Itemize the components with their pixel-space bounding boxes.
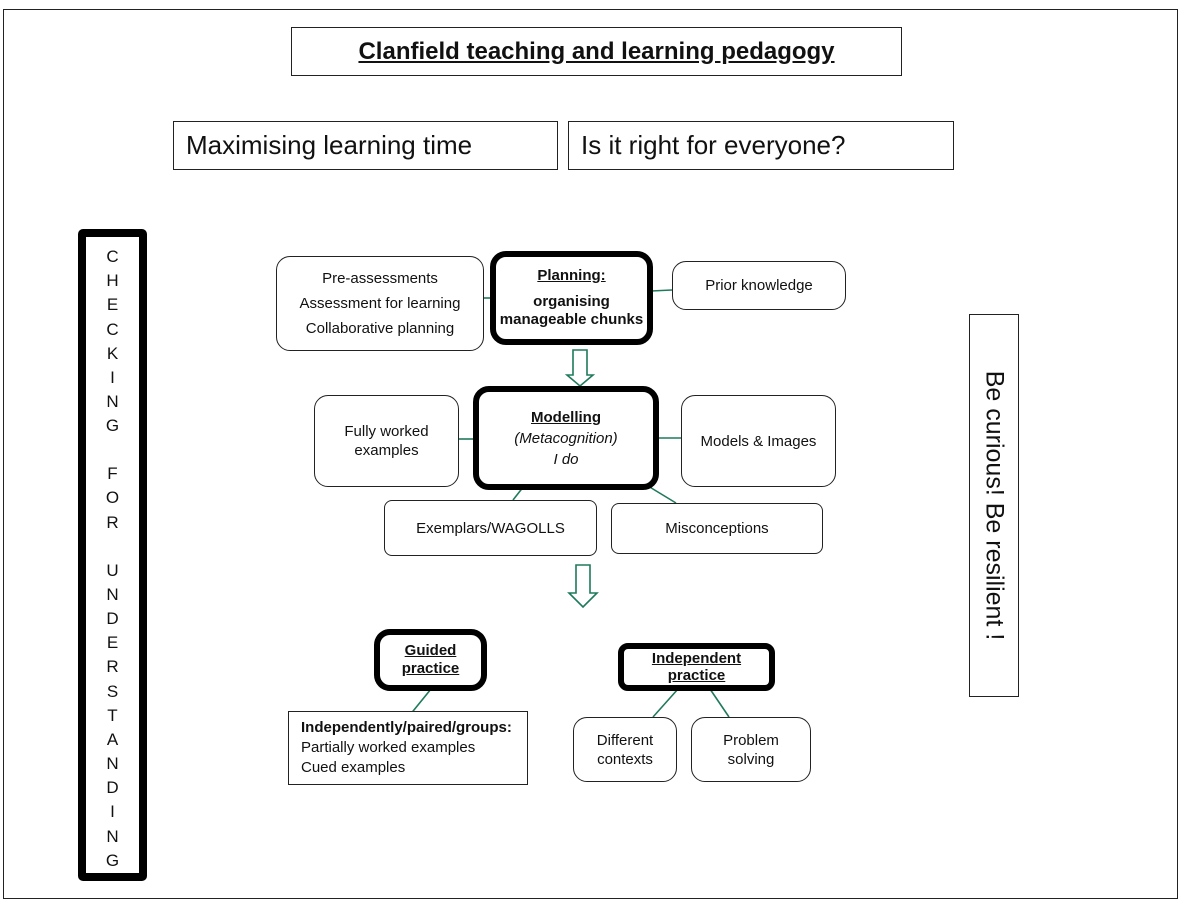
vertical-letter: C bbox=[106, 319, 119, 339]
vertical-letter: N bbox=[106, 826, 119, 846]
vertical-letter: C bbox=[106, 247, 119, 266]
connector-line bbox=[709, 688, 730, 718]
connector-line bbox=[650, 289, 673, 292]
down-arrow-icon bbox=[564, 349, 596, 388]
vertical-letter: D bbox=[106, 778, 119, 798]
vertical-letter: N bbox=[106, 392, 119, 412]
vertical-letter: A bbox=[106, 729, 119, 749]
box-text: Assessment for learning bbox=[299, 295, 461, 312]
vertical-letter: D bbox=[106, 608, 119, 628]
title-box: Clanfield teaching and learning pedagogy bbox=[291, 27, 902, 76]
box-text: organising manageable chunks bbox=[499, 293, 644, 328]
vertical-letter: S bbox=[106, 681, 119, 701]
planning-box: Planning: organising manageable chunks bbox=[490, 251, 653, 345]
exemplars-box: Exemplars/WAGOLLS bbox=[384, 500, 597, 556]
down-arrow-icon bbox=[567, 564, 599, 609]
box-text: Problem solving bbox=[723, 731, 779, 768]
box-title: Modelling bbox=[531, 408, 601, 426]
vertical-letter: T bbox=[107, 705, 118, 725]
vertical-letter: O bbox=[105, 488, 120, 508]
vertical-letter: G bbox=[105, 416, 120, 436]
box-text: Prior knowledge bbox=[705, 277, 813, 294]
box-title: Independent practice bbox=[651, 650, 742, 684]
header-text: Maximising learning time bbox=[186, 130, 473, 160]
box-title: Planning: bbox=[537, 267, 606, 284]
misconceptions-box: Misconceptions bbox=[611, 503, 823, 554]
box-text: Fully worked examples bbox=[344, 423, 429, 459]
connector-line bbox=[652, 688, 679, 718]
vertical-letter: F bbox=[107, 464, 118, 484]
vertical-letter: R bbox=[106, 512, 119, 532]
vertical-letter: N bbox=[106, 754, 119, 774]
guided-practice-details: Independently/paired/groups: Partially w… bbox=[288, 711, 528, 785]
box-text: Exemplars/WAGOLLS bbox=[416, 519, 565, 537]
fully-worked-examples-box: Fully worked examples bbox=[314, 395, 459, 487]
list-item: Partially worked examples bbox=[301, 739, 476, 756]
vertical-letter: H bbox=[106, 271, 119, 291]
box-text: Pre-assessments bbox=[322, 270, 438, 287]
list-item: Cued examples bbox=[301, 759, 406, 776]
guided-practice-box: Guided practice bbox=[374, 629, 487, 691]
box-text: Collaborative planning bbox=[305, 320, 455, 337]
box-text: Different contexts bbox=[596, 731, 654, 768]
box-text: I do bbox=[553, 450, 579, 468]
box-text: Models & Images bbox=[700, 432, 817, 450]
box-title: Guided practice bbox=[401, 642, 460, 677]
outer-frame bbox=[3, 9, 1178, 899]
vertical-letter: K bbox=[106, 343, 119, 363]
page-title: Clanfield teaching and learning pedagogy bbox=[358, 37, 835, 65]
header-box-everyone: Is it right for everyone? bbox=[568, 121, 954, 170]
box-heading: Independently/paired/groups: bbox=[301, 719, 512, 736]
different-contexts-box: Different contexts bbox=[573, 717, 677, 782]
box-text: Misconceptions bbox=[665, 520, 769, 537]
vertical-letter: U bbox=[106, 560, 119, 580]
models-images-box: Models & Images bbox=[681, 395, 836, 487]
vertical-letter: E bbox=[106, 633, 119, 653]
planning-inputs-box: Pre-assessments Assessment for learning … bbox=[276, 256, 484, 351]
independent-practice-box: Independent practice bbox=[618, 643, 775, 691]
header-text: Is it right for everyone? bbox=[581, 130, 846, 160]
prior-knowledge-box: Prior knowledge bbox=[672, 261, 846, 310]
modelling-box: Modelling (Metacognition) I do bbox=[473, 386, 659, 490]
be-curious-box: Be curious! Be resilient ! bbox=[969, 314, 1019, 697]
box-text: (Metacognition) bbox=[514, 429, 618, 447]
problem-solving-box: Problem solving bbox=[691, 717, 811, 782]
vertical-letter: I bbox=[110, 367, 115, 387]
vertical-letter: E bbox=[106, 295, 119, 315]
vertical-letter: R bbox=[106, 657, 119, 677]
header-box-learning-time: Maximising learning time bbox=[173, 121, 558, 170]
vertical-letter: G bbox=[105, 850, 120, 870]
vertical-letter: I bbox=[110, 802, 115, 822]
connector-line bbox=[647, 485, 677, 504]
vertical-letter: N bbox=[106, 584, 119, 604]
